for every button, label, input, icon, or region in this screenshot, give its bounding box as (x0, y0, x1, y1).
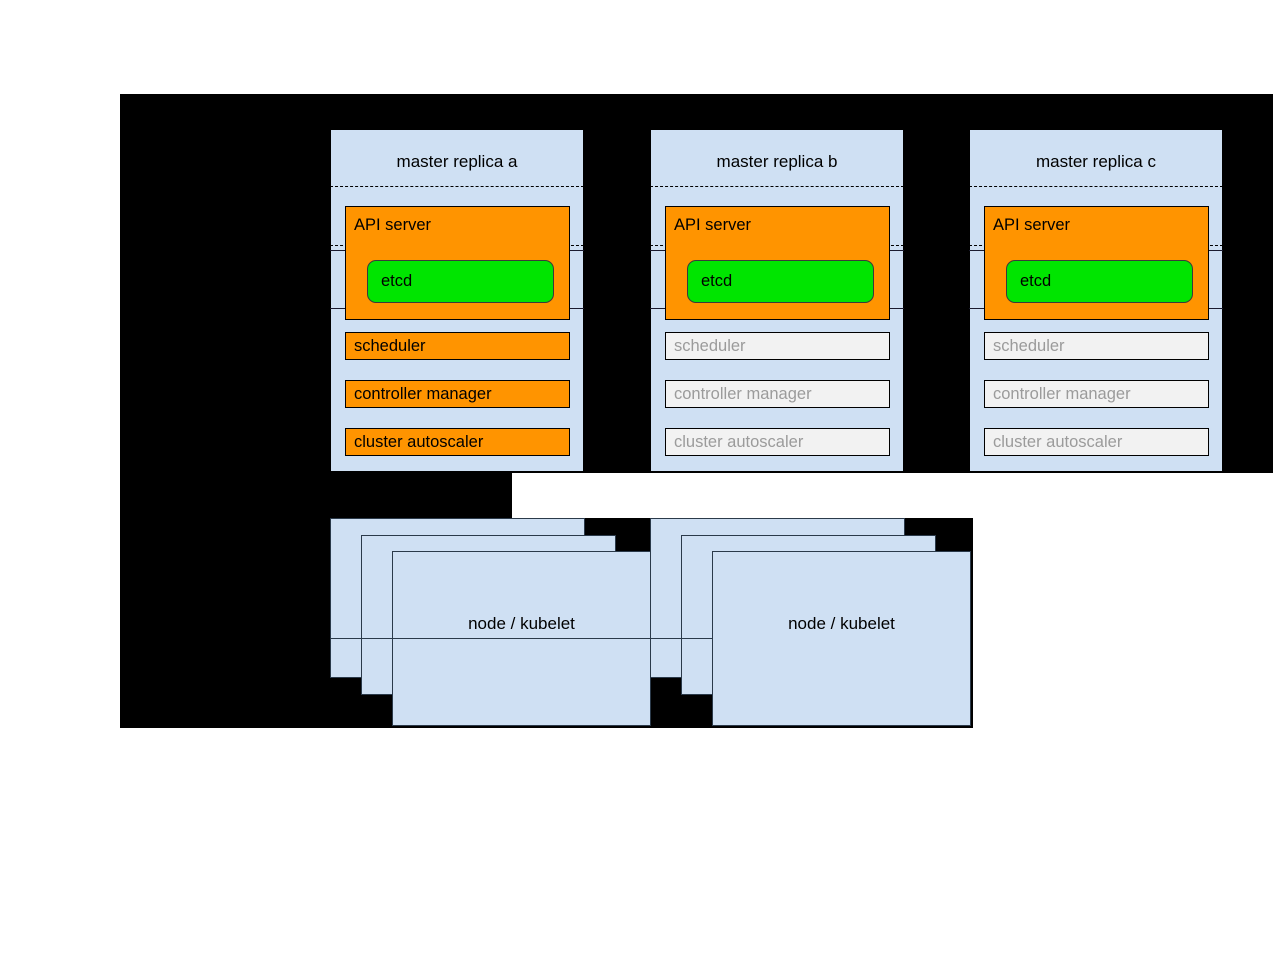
backdrop-mid-left (120, 473, 512, 518)
api-server-box[interactable]: API server etcd (984, 206, 1209, 320)
component-label: scheduler (674, 336, 746, 355)
component-label: scheduler (993, 336, 1065, 355)
component-cluster-autoscaler[interactable]: cluster autoscaler (665, 428, 890, 456)
component-label: cluster autoscaler (354, 432, 484, 451)
replica-title: master replica c (1036, 152, 1156, 171)
component-cluster-autoscaler[interactable]: cluster autoscaler (984, 428, 1209, 456)
component-scheduler[interactable]: scheduler (345, 332, 570, 360)
replica-divider-top (650, 186, 904, 187)
component-label: controller manager (674, 384, 812, 403)
component-cluster-autoscaler[interactable]: cluster autoscaler (345, 428, 570, 456)
component-label: controller manager (354, 384, 492, 403)
node-stack-front-2[interactable]: node / kubelet (712, 551, 971, 726)
master-replica-c[interactable]: master replica c API server etcd schedul… (969, 129, 1223, 472)
component-controller-manager[interactable]: controller manager (984, 380, 1209, 408)
replica-divider-top (969, 186, 1223, 187)
component-scheduler[interactable]: scheduler (984, 332, 1209, 360)
api-server-box[interactable]: API server etcd (345, 206, 570, 320)
api-server-label: API server (993, 216, 1071, 234)
node-label: node / kubelet (788, 614, 895, 633)
etcd-box[interactable]: etcd (1006, 260, 1193, 303)
node-stack-divider-2 (650, 638, 712, 639)
etcd-box[interactable]: etcd (367, 260, 554, 303)
master-replica-b[interactable]: master replica b API server etcd schedul… (650, 129, 904, 472)
etcd-box[interactable]: etcd (687, 260, 874, 303)
component-label: controller manager (993, 384, 1131, 403)
component-label: scheduler (354, 336, 426, 355)
replica-title: master replica a (396, 152, 518, 171)
component-label: cluster autoscaler (993, 432, 1123, 451)
api-server-box[interactable]: API server etcd (665, 206, 890, 320)
node-label: node / kubelet (468, 614, 575, 633)
component-label: cluster autoscaler (674, 432, 804, 451)
api-server-label: API server (354, 216, 432, 234)
component-controller-manager[interactable]: controller manager (665, 380, 890, 408)
component-scheduler[interactable]: scheduler (665, 332, 890, 360)
component-controller-manager[interactable]: controller manager (345, 380, 570, 408)
replica-divider-top (330, 186, 584, 187)
replica-title: master replica b (716, 152, 838, 171)
node-stack-divider-1 (330, 638, 652, 639)
api-server-label: API server (674, 216, 752, 234)
master-replica-a[interactable]: master replica a API server etcd schedul… (330, 129, 584, 472)
